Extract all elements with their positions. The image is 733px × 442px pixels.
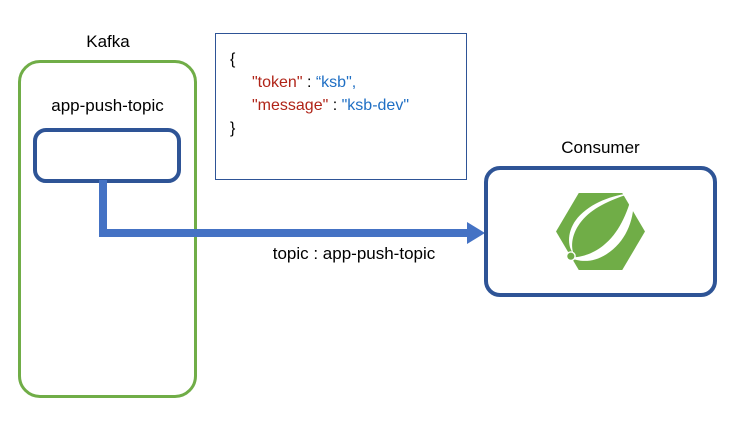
json-token-key: "token" <box>252 74 303 91</box>
arrow-label: topic : app-push-topic <box>272 244 436 263</box>
topic-box <box>33 128 181 183</box>
topic-label: app-push-topic <box>51 96 164 115</box>
json-token-line: "token" : “ksb", <box>230 71 466 94</box>
json-payload-box: { "token" : “ksb", "message" : "ksb-dev"… <box>215 33 467 180</box>
json-token-separator: : <box>302 74 316 91</box>
json-token-value: “ksb", <box>315 74 357 91</box>
arrow-vertical-segment <box>99 180 107 237</box>
json-message-separator: : <box>328 97 342 114</box>
spring-framework-logo-icon <box>556 192 645 271</box>
consumer-label: Consumer <box>561 138 640 157</box>
json-close-brace: } <box>230 120 236 137</box>
json-message-key: "message" <box>252 97 329 114</box>
json-open-brace: { <box>230 51 236 68</box>
kafka-label: Kafka <box>86 32 130 51</box>
arrowhead-right-icon <box>467 222 485 244</box>
arrow-horizontal-segment <box>99 229 471 237</box>
json-message-line: "message" : "ksb-dev" <box>230 94 466 117</box>
json-message-value: "ksb-dev" <box>341 97 410 114</box>
